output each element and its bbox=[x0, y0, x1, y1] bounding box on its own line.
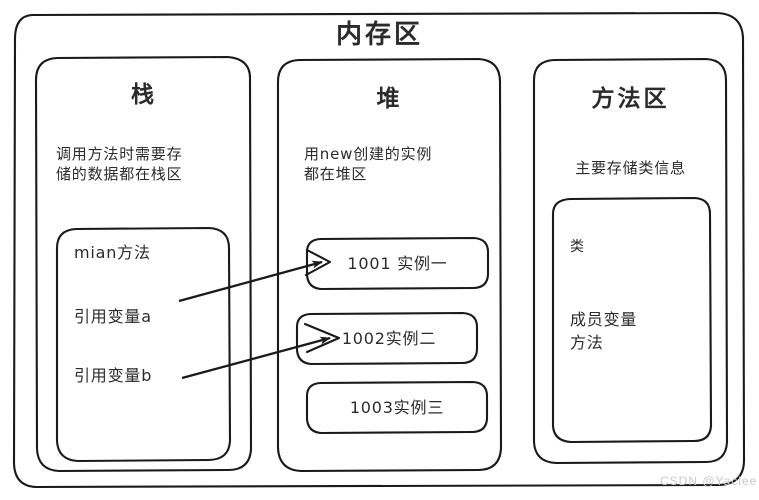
stack-variable-a: 引用变量a bbox=[74, 307, 152, 326]
arrow-ref-b-barb bbox=[303, 322, 341, 354]
memory-area-outline bbox=[12, 11, 746, 489]
page-title: 内存区 bbox=[335, 20, 423, 50]
heap-instance-box-1 bbox=[295, 311, 479, 366]
method-area-description: 主要存储类信息 bbox=[575, 159, 686, 177]
watermark: CSDN @Yaclee bbox=[660, 474, 758, 488]
heap-instance-label-0: 1001 实例一 bbox=[347, 254, 448, 273]
stack-frame-label: mian方法 bbox=[74, 243, 151, 262]
method-area-zone-outline bbox=[532, 57, 729, 465]
heap-instance-label-2: 1003实例三 bbox=[349, 398, 445, 417]
stack-zone-description: 调用方法时需要存 储的数据都在栈区 bbox=[56, 145, 183, 184]
heap-zone-outline bbox=[276, 57, 503, 473]
heap-instance-label-1: 1002实例二 bbox=[341, 329, 437, 348]
stack-zone-outline bbox=[34, 55, 253, 473]
arrow-ref-b-to-1002 bbox=[181, 336, 331, 380]
heap-zone-description: 用new创建的实例 都在堆区 bbox=[304, 145, 433, 184]
method-area-zone-title: 方法区 bbox=[591, 86, 670, 112]
arrow-ref-a-to-1001 bbox=[178, 260, 323, 303]
arrow-ref-a-barb bbox=[304, 248, 332, 277]
heap-zone-title: 堆 bbox=[376, 86, 403, 112]
class-box-outline bbox=[551, 196, 713, 444]
class-box-members: 成员变量 方法 bbox=[570, 310, 638, 353]
class-box-class-label: 类 bbox=[570, 239, 585, 255]
stack-variable-b: 引用变量b bbox=[74, 366, 153, 385]
stack-zone-title: 栈 bbox=[131, 82, 157, 108]
stack-frame-outline bbox=[55, 226, 232, 463]
heap-instance-box-0 bbox=[305, 236, 490, 291]
heap-instance-box-2 bbox=[305, 380, 489, 435]
